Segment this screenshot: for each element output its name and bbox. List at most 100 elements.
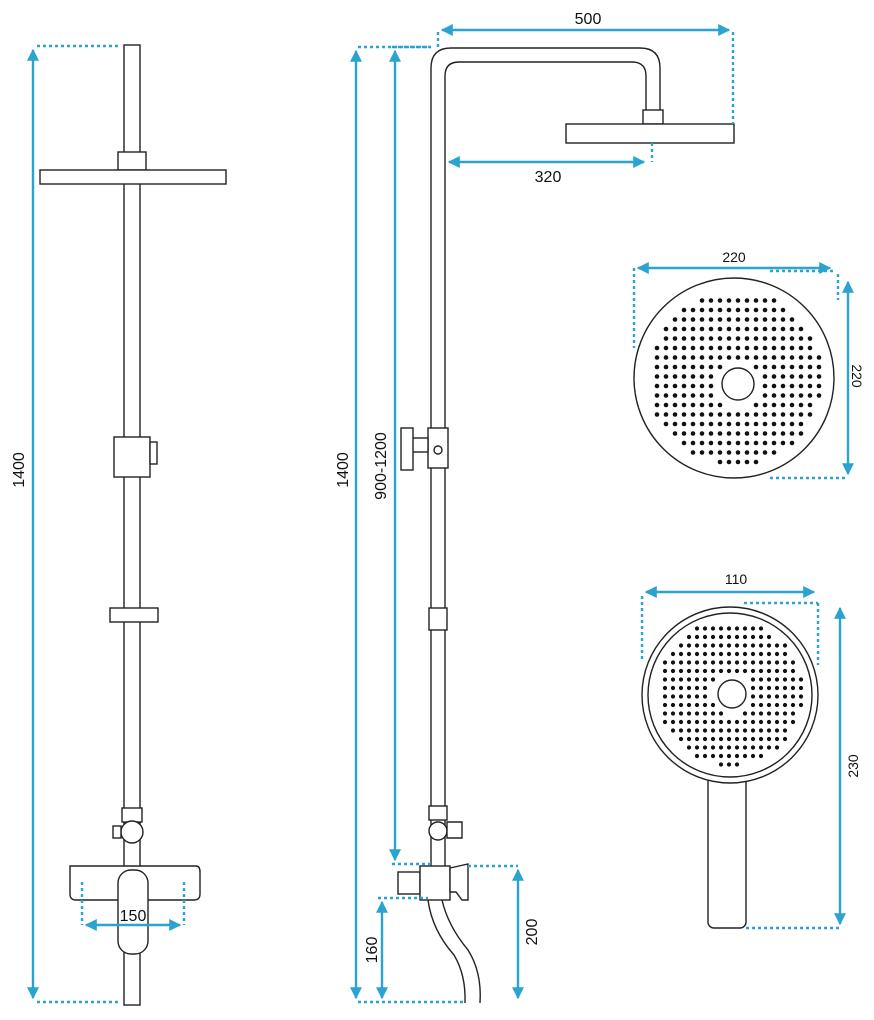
- nozzle-dot: [663, 336, 669, 341]
- nozzle-dot: [774, 736, 780, 742]
- nozzle-dot: [672, 317, 678, 322]
- nozzle-dot: [681, 307, 687, 313]
- nozzle-dot: [762, 298, 768, 303]
- nozzle-dot: [744, 336, 750, 341]
- nozzle-dot: [663, 355, 669, 360]
- nozzle-dot: [774, 694, 780, 699]
- nozzle-dot: [744, 317, 750, 322]
- nozzle-dot: [672, 421, 678, 427]
- nozzle-dot: [771, 355, 777, 360]
- nozzle-dot: [726, 719, 732, 725]
- nozzle-dot: [766, 711, 772, 716]
- nozzle-dot: [771, 326, 777, 332]
- nozzle-dot: [766, 660, 772, 665]
- nozzle-dot: [807, 355, 813, 360]
- nozzle-dot: [717, 345, 723, 351]
- nozzle-dot: [816, 374, 822, 379]
- nozzle-dot: [670, 711, 676, 716]
- nozzle-dot: [758, 753, 764, 759]
- front-bracket-knob: [149, 441, 158, 465]
- nozzle-dot: [766, 634, 772, 640]
- nozzle-dot: [758, 626, 764, 631]
- front-diverter-body: [121, 807, 143, 823]
- nozzle-dot: [735, 307, 741, 313]
- nozzle-dot: [758, 745, 764, 750]
- nozzle-dot: [753, 345, 759, 351]
- side-spout-outer: [427, 899, 466, 1004]
- nozzle-dot: [726, 668, 732, 674]
- nozzle-dot: [699, 450, 705, 455]
- nozzle-dot: [708, 374, 714, 379]
- nozzle-dot: [735, 421, 741, 427]
- nozzle-dot: [780, 431, 786, 436]
- nozzle-dot: [766, 651, 772, 657]
- nozzle-dot: [766, 719, 772, 725]
- nozzle-dot: [734, 745, 740, 750]
- nozzle-dot: [771, 364, 777, 370]
- nozzle-dot: [798, 374, 804, 379]
- nozzle-dot: [735, 345, 741, 351]
- nozzle-dot: [798, 412, 804, 417]
- nozzle-dot: [726, 421, 732, 427]
- nozzle-dot: [708, 431, 714, 436]
- nozzle-dot: [726, 355, 732, 360]
- nozzle-dot: [750, 677, 756, 682]
- nozzle-dot: [681, 326, 687, 332]
- nozzle-dot: [718, 651, 724, 657]
- nozzle-dot: [790, 702, 796, 708]
- nozzle-dot: [750, 634, 756, 640]
- nozzle-dot: [678, 702, 684, 708]
- nozzle-dot: [750, 711, 756, 716]
- nozzle-dot: [726, 643, 732, 648]
- nozzle-dot: [686, 711, 692, 716]
- nozzle-dot: [717, 402, 723, 408]
- side-bracket-knob: [400, 427, 414, 471]
- nozzle-dot: [750, 668, 756, 674]
- nozzle-dot: [734, 762, 740, 767]
- nozzle-dot: [686, 634, 692, 640]
- nozzle-dot: [718, 711, 724, 716]
- nozzle-dot: [702, 745, 708, 750]
- nozzle-dot: [766, 677, 772, 682]
- nozzle-dot: [780, 345, 786, 351]
- nozzle-dot: [782, 728, 788, 733]
- nozzle-dot: [798, 393, 804, 398]
- nozzle-dot: [710, 651, 716, 657]
- hand-width-label: 110: [725, 571, 748, 587]
- nozzle-dot: [816, 393, 822, 398]
- nozzle-dot: [782, 719, 788, 725]
- nozzle-dot: [699, 393, 705, 398]
- nozzle-dot: [694, 677, 700, 682]
- nozzle-dot: [699, 345, 705, 351]
- nozzle-dot: [807, 383, 813, 389]
- nozzle-dot: [780, 364, 786, 370]
- nozzle-dot: [654, 364, 660, 370]
- nozzle-dot: [681, 345, 687, 351]
- nozzle-dot: [816, 383, 822, 389]
- nozzle-dot: [670, 728, 676, 733]
- nozzle-dot: [690, 345, 696, 351]
- nozzle-dot: [702, 685, 708, 691]
- nozzle-dot: [798, 702, 804, 708]
- nozzle-dot: [762, 431, 768, 436]
- nozzle-dot: [735, 440, 741, 446]
- nozzle-dot: [710, 668, 716, 674]
- nozzle-dot: [702, 719, 708, 725]
- nozzle-dot: [807, 364, 813, 370]
- nozzle-dot: [708, 440, 714, 446]
- nozzle-dot: [663, 421, 669, 427]
- nozzle-dot: [717, 412, 723, 417]
- nozzle-dot: [782, 685, 788, 691]
- nozzle-dot: [694, 634, 700, 640]
- nozzle-dot: [750, 745, 756, 750]
- nozzle-dot: [686, 651, 692, 657]
- nozzle-dot: [744, 307, 750, 313]
- nozzle-dot: [789, 383, 795, 389]
- nozzle-dot: [762, 364, 768, 370]
- nozzle-dot: [782, 694, 788, 699]
- nozzle-dot: [726, 326, 732, 332]
- nozzle-dot: [686, 660, 692, 665]
- nozzle-dot: [699, 431, 705, 436]
- side-wall-connector: [397, 871, 421, 895]
- nozzle-dot: [690, 317, 696, 322]
